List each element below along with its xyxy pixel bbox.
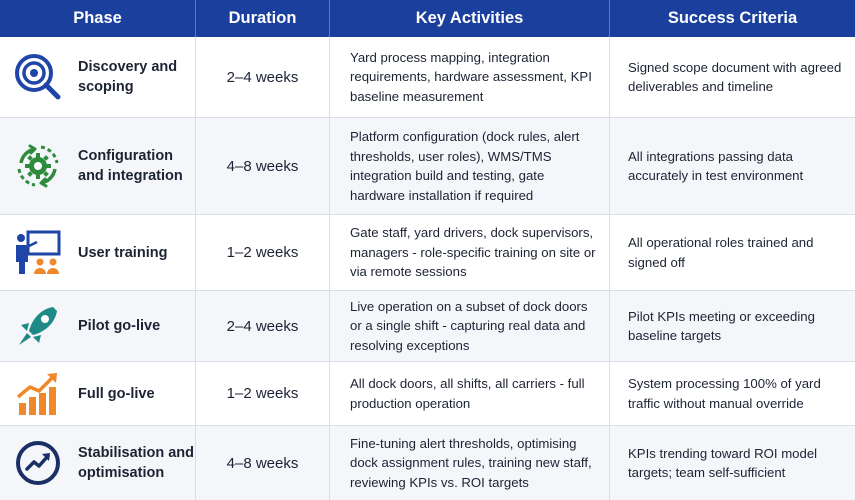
table-row: Stabilisation and optimisation 4–8 weeks…: [0, 426, 855, 500]
activities-cell: Platform configuration (dock rules, aler…: [330, 118, 610, 214]
growth-chart-icon: [12, 368, 64, 420]
duration-cell: 2–4 weeks: [196, 37, 330, 117]
table-row: Full go-live 1–2 weeks All dock doors, a…: [0, 362, 855, 426]
table-header: Phase Duration Key Activities Success Cr…: [0, 0, 855, 37]
table-row: User training 1–2 weeks Gate staff, yard…: [0, 215, 855, 291]
duration-cell: 4–8 weeks: [196, 426, 330, 500]
header-success-criteria: Success Criteria: [667, 9, 798, 27]
table-row: Discovery and scoping 2–4 weeks Yard pro…: [0, 37, 855, 118]
header-duration: Duration: [196, 0, 330, 37]
activities-cell: Gate staff, yard drivers, dock superviso…: [330, 215, 610, 290]
phase-name: Pilot go-live: [78, 318, 161, 334]
phase-cell: Stabilisation and optimisation: [0, 426, 196, 500]
phase-cell: User training: [0, 215, 196, 290]
table-row: Pilot go-live 2–4 weeks Live operation o…: [0, 291, 855, 362]
header-key-activities: Key Activities: [330, 0, 610, 37]
rocket-icon: [12, 300, 64, 352]
criteria-cell: Pilot KPIs meeting or exceeding baseline…: [628, 308, 815, 344]
duration-cell: 1–2 weeks: [196, 215, 330, 290]
phase-name: Stabilisation and optimisation: [78, 445, 195, 481]
criteria-cell: All integrations passing data accurately…: [628, 148, 804, 184]
criteria-cell: Signed scope document with agreed delive…: [628, 59, 842, 95]
presentation-training-icon: [12, 227, 64, 279]
header-phase: Phase: [0, 0, 196, 37]
duration-cell: 4–8 weeks: [196, 118, 330, 214]
criteria-cell: System processing 100% of yard traffic w…: [628, 376, 821, 411]
target-search-icon: [12, 51, 64, 103]
duration-cell: 2–4 weeks: [196, 291, 330, 361]
phase-cell: Configuration and integration: [0, 118, 196, 214]
activities-cell: All dock doors, all shifts, all carriers…: [330, 362, 610, 425]
criteria-cell: KPIs trending toward ROI model targets; …: [628, 445, 818, 481]
phase-cell: Discovery and scoping: [0, 37, 196, 117]
phase-name: User training: [78, 244, 168, 261]
activities-cell: Fine-tuning alert thresholds, optimising…: [330, 426, 610, 500]
activities-cell: Live operation on a subset of dock doors…: [330, 291, 610, 361]
criteria-cell: All operational roles trained and signed…: [628, 235, 814, 270]
duration-cell: 1–2 weeks: [196, 362, 330, 425]
phase-cell: Full go-live: [0, 362, 196, 425]
phase-name: Discovery and scoping: [78, 59, 178, 95]
phase-name: Configuration and integration: [78, 148, 183, 184]
table-row: Configuration and integration 4–8 weeks …: [0, 118, 855, 215]
gear-cycle-icon: [12, 140, 64, 192]
activities-cell: Yard process mapping, integration requir…: [330, 37, 610, 117]
trend-circle-icon: [12, 437, 64, 489]
phase-name: Full go-live: [78, 385, 155, 402]
phase-cell: Pilot go-live: [0, 291, 196, 361]
